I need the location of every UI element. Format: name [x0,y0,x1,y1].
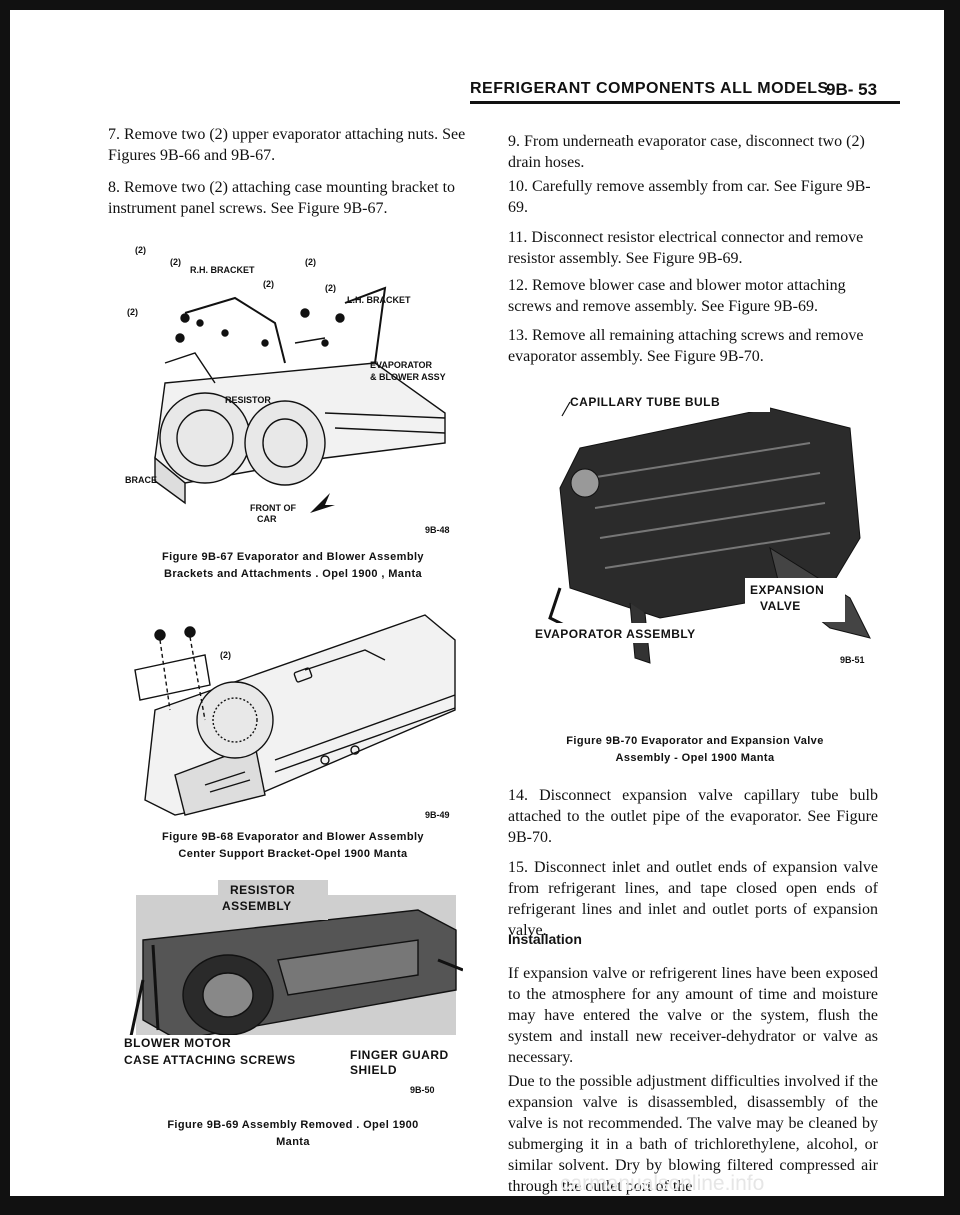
step-13: 13. Remove all remaining attaching screw… [508,327,864,365]
label-blower-motor: BLOWER MOTOR [124,1036,231,1050]
step-8: 8. Remove two (2) attaching case mountin… [108,179,456,217]
page-border-right [944,0,960,1215]
label-front-of: FRONT OF [250,503,296,513]
label-assembly: ASSEMBLY [222,899,292,913]
label-brace: BRACE [125,475,157,485]
arrow-front-of-car-icon [310,493,335,513]
figure-9b-70: CAPILLARY TUBE BULB EXPANSION VALVE EVAP… [530,390,871,665]
label-finger-guard: FINGER GUARD [350,1048,449,1062]
installation-paragraph-1: If expansion valve or refrigerent lines … [508,965,878,1066]
label-2-a: (2) [170,257,181,267]
label-2-e: (2) [127,307,138,317]
label-2: (2) [220,650,231,660]
caption-9b-70-line-2: Assembly - Opel 1900 Manta [615,752,775,764]
watermark: carmanualsonline.info [560,1172,765,1195]
label-blower-assy: & BLOWER ASSY [370,372,446,382]
label-2-b: (2) [305,257,316,267]
page-border-left [0,0,10,1215]
installation-heading: Installation [508,931,582,947]
step-14: 14. Disconnect expansion valve capillary… [508,787,878,846]
label-shield: SHIELD [350,1063,397,1077]
step-9: 9. From underneath evaporator case, disc… [508,133,865,171]
step-15: 15. Disconnect inlet and outlet ends of … [508,859,878,939]
figure-code-9b-50: 9B-50 [410,1085,435,1095]
page-border-top [0,0,960,10]
page-border-bottom [0,1196,960,1215]
label-evaporator: EVAPORATOR [370,360,433,370]
caption-9b-67-line-1: Figure 9B-67 Evaporator and Blower Assem… [162,551,424,563]
caption-9b-67-line-2: Brackets and Attachments . Opel 1900 , M… [163,568,423,580]
figure-code-9b-48: 9B-48 [425,525,450,535]
figure-code-9b-51: 9B-51 [840,655,865,665]
label-expansion: EXPANSION [750,583,824,597]
label-lh-bracket: L.H. BRACKET [347,295,411,305]
label-2-top: (2) [135,245,146,255]
label-capillary-tube-bulb: CAPILLARY TUBE BULB [570,395,720,409]
label-evaporator-assembly: EVAPORATOR ASSEMBLY [535,627,696,641]
label-resistor: RESISTOR [225,395,271,405]
label-2-d: (2) [325,283,336,293]
page-number: 9B- 53 [826,80,878,99]
label-rh-bracket: R.H. BRACKET [190,265,255,275]
evaporator-blower-drawing [154,286,446,505]
figure-9b-69: RESISTOR ASSEMBLY BLOWER MOTOR CASE ATTA… [118,880,463,1080]
header-rule [470,101,900,104]
installation-paragraph-2: Due to the possible adjustment difficult… [508,1073,878,1195]
caption-9b-69-line-2: Manta [276,1136,310,1148]
caption-9b-69-line-1: Figure 9B-69 Assembly Removed . Opel 190… [167,1119,419,1131]
caption-9b-68-line-1: Figure 9B-68 Evaporator and Blower Assem… [162,831,424,843]
caption-9b-70-line-1: Figure 9B-70 Evaporator and Expansion Va… [566,735,824,747]
label-car: CAR [257,514,277,524]
support-bracket-drawing [134,614,456,816]
figure-9b-67: (2) (2) R.H. BRACKET (2) (2) (2) L.H. BR… [125,245,450,535]
caption-9b-68-line-2: Center Support Bracket-Opel 1900 Manta [178,848,408,860]
step-7: 7. Remove two (2) upper evaporator attac… [108,126,466,164]
step-12: 12. Remove blower case and blower motor … [508,277,846,315]
label-resistor: RESISTOR [230,883,295,897]
label-2-c: (2) [263,279,274,289]
step-11: 11. Disconnect resistor electrical conne… [508,229,864,267]
figure-code-9b-49: 9B-49 [425,810,450,820]
figure-9b-68: (2) 9B-49 [134,614,456,820]
step-10: 10. Carefully remove assembly from car. … [508,178,871,216]
section-header: REFRIGERANT COMPONENTS ALL MODELS [470,80,829,97]
blower-assembly-photo [126,909,463,1051]
label-valve: VALVE [760,599,801,613]
label-case-attaching-screws: CASE ATTACHING SCREWS [124,1053,296,1067]
